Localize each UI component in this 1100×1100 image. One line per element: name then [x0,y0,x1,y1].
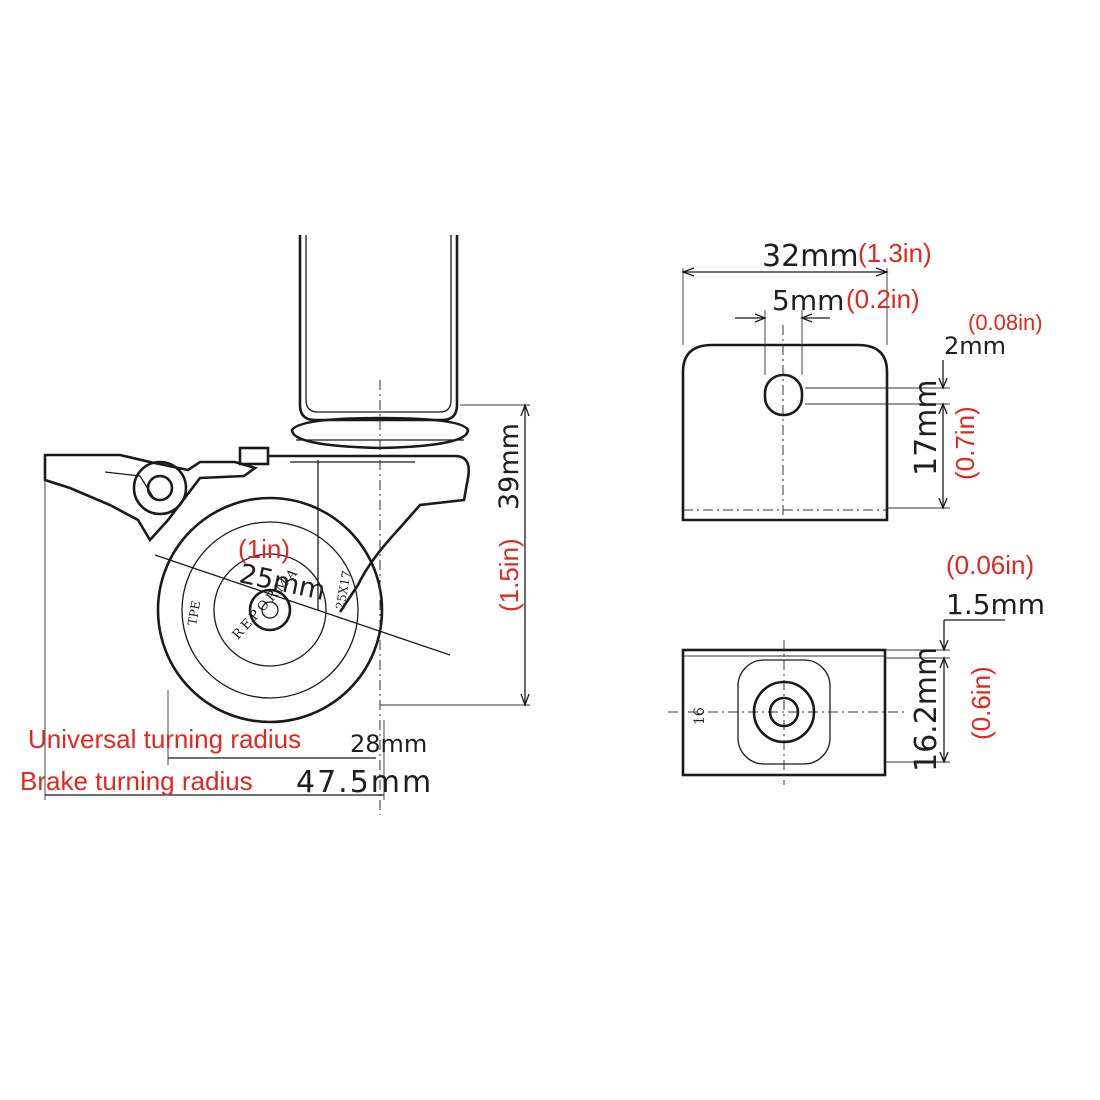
wheel-print-size: 25X17 [333,570,354,611]
brake-radius-label: Brake turning radius [20,766,253,796]
wheel-tread [181,521,359,699]
width-inch-label: (1.3in) [858,238,932,268]
wheel-axle [248,588,292,632]
offset-mm-label: 2mm [944,332,1006,360]
thickness-inch-label: (0.06in) [946,550,1034,580]
brake-block [238,446,270,466]
width-mm-label: 32mm [762,239,859,274]
top-bracket-view [681,267,950,522]
thickness-mm-label: 1.5mm [946,588,1045,621]
plate-inner-mark: 16 [692,707,708,725]
swivel-plate [290,416,470,450]
depth-mm-label: 17mm [909,379,944,476]
plate-hole-inner [768,696,800,728]
bottom-plate-view: 16 [668,619,1005,785]
mount-hole [763,373,804,417]
plate-boss [737,659,831,765]
fork-body [268,454,470,613]
brake-pivot [132,460,188,516]
wheel-diameter-inch-label: (1in) [238,534,290,564]
height-mm-label: 39mm [494,423,525,510]
depth-inch-label: (0.7in) [950,406,980,480]
universal-radius-mm: 28mm [350,730,427,758]
plate-height-inch-label: (0.6in) [966,666,996,740]
wheel-diameter-mm-label: 25mm [237,559,329,607]
stem-bracket [298,235,459,422]
brake-pedal [43,453,258,543]
plate-hole-outer [752,680,816,744]
wheel-print-tpe: TPE [185,600,203,627]
diameter-leader [154,554,451,656]
hole-mm-label: 5mm [772,284,844,317]
hole-inch-label: (0.2in) [846,284,920,314]
wheel-outer [156,496,384,724]
brake-radius-mm: 47.5mm [296,765,433,800]
caster-side-view: REPORMA TPE 25X17 [43,235,530,815]
height-inch-label: (1.5in) [494,538,524,612]
wheel-hub [213,553,327,667]
universal-radius-label: Universal turning radius [28,724,301,754]
plate-height-mm-label: 16.2mm [909,647,944,772]
offset-inch-label: (0.08in) [968,310,1043,335]
bracket-outline [681,343,889,522]
